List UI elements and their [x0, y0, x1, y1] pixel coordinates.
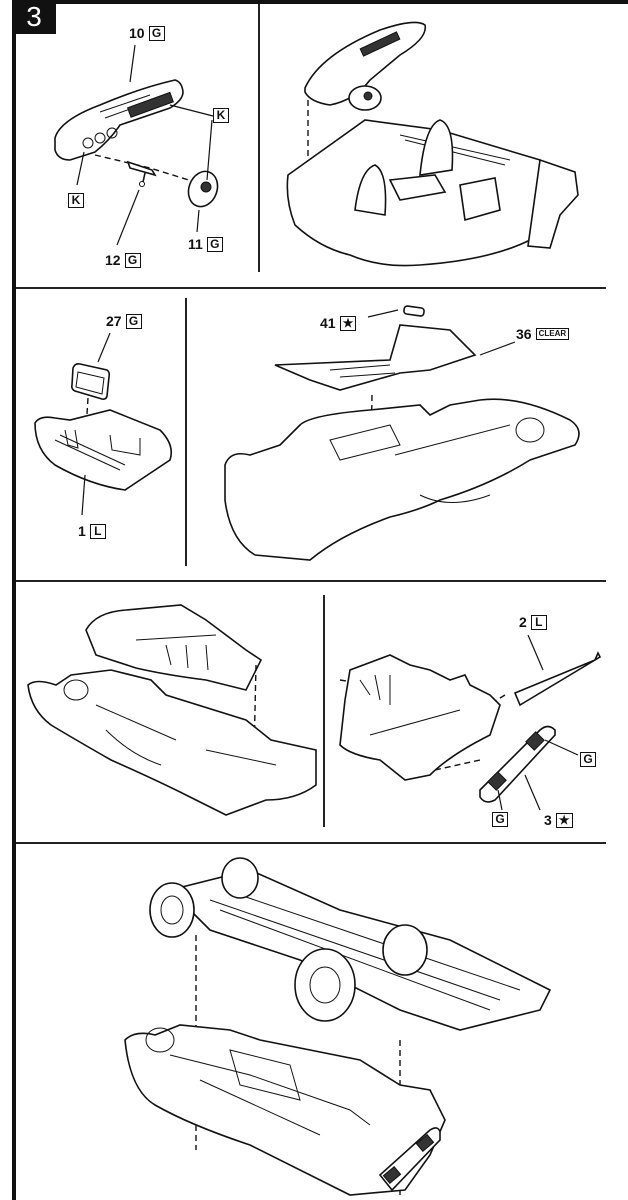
wheel-rear-left	[294, 948, 356, 1022]
callout-tag-k-left: K	[68, 193, 84, 208]
body-shell-part	[224, 398, 580, 561]
dashboard-part	[54, 79, 184, 161]
chassis-to-body-illustration	[124, 857, 552, 1196]
body-assembly-part	[124, 1024, 446, 1196]
callout-tag-k-right: K	[213, 108, 229, 123]
interior-tub-illustration	[286, 21, 579, 267]
body-shell-part	[27, 669, 317, 816]
divider-horizontal-1	[16, 287, 606, 289]
interior-tub-part	[85, 604, 263, 691]
dashboard-assembly	[304, 21, 427, 106]
page-frame-left	[12, 0, 16, 1200]
body-shell-illustration	[224, 305, 580, 561]
callout-part-41: 41★	[320, 315, 357, 331]
wheel-front-left	[149, 882, 195, 938]
windshield-part	[274, 324, 477, 391]
seat-back-right	[419, 119, 454, 176]
divider-vertical-3	[323, 595, 325, 827]
rocker-panel-part	[513, 651, 602, 707]
tail-light-panel-part	[479, 725, 556, 803]
callout-tag-g-right: G	[580, 752, 596, 767]
rear-body-part	[34, 409, 173, 491]
callout-part-3: 3★	[544, 812, 573, 828]
interior-into-body-illustration	[27, 604, 317, 816]
callout-tag-g-left: G	[492, 812, 508, 827]
seat-back-left	[354, 164, 387, 216]
steering-column-part	[126, 160, 157, 177]
divider-horizontal-2	[16, 580, 606, 582]
step-number-badge: 3	[12, 0, 56, 34]
divider-vertical-2	[185, 298, 187, 566]
rear-view-mirror-part	[403, 305, 425, 317]
divider-vertical-1	[258, 4, 260, 272]
page-frame-top	[12, 0, 628, 4]
rocker-taillight-illustration	[339, 634, 602, 811]
dashboard-parts-illustration	[54, 44, 219, 246]
body-rear-part	[339, 654, 501, 781]
chassis-part	[168, 869, 552, 1031]
wheel-front-right	[221, 857, 259, 899]
wheel-rear-right	[382, 924, 428, 976]
console-insert-illustration	[34, 332, 173, 516]
divider-horizontal-3	[16, 842, 606, 844]
